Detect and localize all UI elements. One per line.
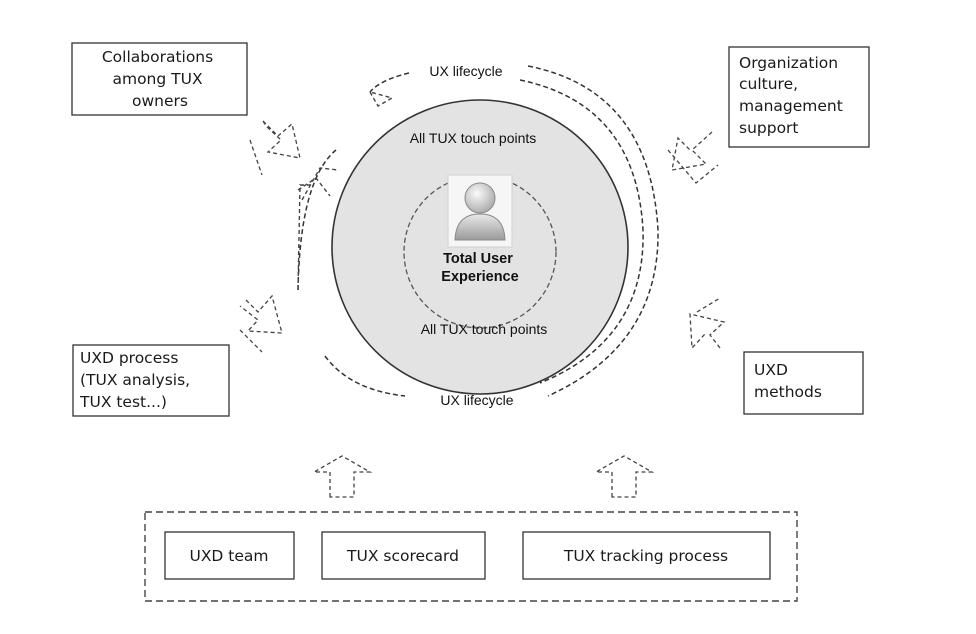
influence-arrows <box>239 120 726 498</box>
arrow-bottom-right-b <box>696 297 721 313</box>
svg-text:TUX tracking process: TUX tracking process <box>563 547 728 565</box>
arrow-bottom-right <box>689 313 726 350</box>
lifecycle-arcs <box>297 65 659 397</box>
svg-text:UXD methods: UXD methods <box>754 361 822 401</box>
factor-box-top-right: Organization culture, management support <box>728 46 870 148</box>
foundation-item-tux-scorecard: TUX scorecard <box>321 531 486 580</box>
lifecycle-label-bottom: UX lifecycle <box>440 392 513 408</box>
arrow-top-left-tail <box>249 139 263 176</box>
arrow-bottom-left-b <box>239 329 263 353</box>
arrow-top-right <box>671 131 713 171</box>
factor-box-bottom-right: UXD methods <box>743 351 864 415</box>
factor-box-top-left: Collaborations among TUX owners <box>71 42 248 116</box>
lifecycle-label-top: UX lifecycle <box>429 63 502 79</box>
svg-text:Collaborations among TUX: Collaborations among TUX owners <box>102 48 218 110</box>
touch-points-label-top: All TUX touch points <box>410 130 537 146</box>
touch-points-label-bottom: All TUX touch points <box>421 321 548 337</box>
arrow-top-left <box>262 120 301 159</box>
foundation-container <box>144 511 798 602</box>
foundation-item-tux-tracking: TUX tracking process <box>522 531 771 580</box>
arrow-up-left <box>311 455 373 498</box>
user-avatar-icon <box>447 174 513 248</box>
tux-inner-circle <box>403 175 557 329</box>
arrow-top-right-b <box>667 149 719 184</box>
arrow-bottom-left <box>239 294 283 334</box>
svg-text:Organization culture,: Organization culture, management support <box>739 54 848 137</box>
factor-box-bottom-left: UXD process (TUX analysis, TUX test...) <box>72 344 230 417</box>
center-label: Total User Experience <box>441 251 518 285</box>
svg-text:UXD process (TUX analysi: UXD process (TUX analysis, TUX test...) <box>79 349 195 411</box>
svg-text:UXD team: UXD team <box>189 547 268 565</box>
svg-text:TUX scorecard: TUX scorecard <box>346 547 459 565</box>
foundation-item-uxd-team: UXD team <box>164 531 295 580</box>
arrow-up-right <box>593 455 655 498</box>
lifecycle-arrow-heads <box>297 90 394 291</box>
